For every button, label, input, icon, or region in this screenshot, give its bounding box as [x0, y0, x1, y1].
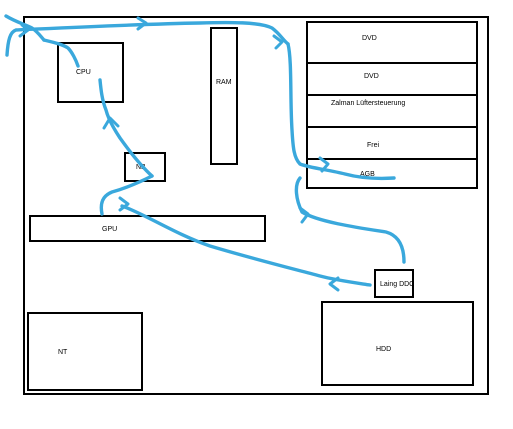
psu-box [27, 312, 143, 391]
tube-pump-to-gpu [120, 204, 372, 287]
psu-label: NT [58, 349, 68, 356]
tube-to-reservoir [286, 42, 396, 181]
arrow-down-pump [298, 206, 310, 224]
water-tubing [4, 14, 406, 292]
bay-free-label: Frei [367, 142, 380, 149]
ram-label: RAM [216, 79, 232, 86]
bay-fan-controller-label: Zalman Lüftersteuerung [331, 100, 405, 107]
case-outline [23, 16, 489, 395]
bay-dvd-2-label: DVD [364, 73, 379, 80]
cpu-box [57, 42, 124, 103]
arrow-pump-out [328, 276, 340, 292]
hdd-box [321, 301, 474, 386]
hdd-label: HDD [376, 346, 391, 353]
drive-bay-frame [306, 21, 478, 189]
ram-box [210, 27, 238, 165]
nb-label: NB [136, 164, 146, 171]
gpu-label: GPU [102, 226, 117, 233]
tube-top-run [5, 20, 290, 57]
bay-dvd-1-label: DVD [362, 35, 377, 42]
pump-box [374, 269, 414, 298]
tube-left-start [4, 14, 46, 42]
bay-reservoir-label: AGB [360, 171, 375, 178]
arrow-to-nb [118, 196, 130, 212]
gpu-box [29, 215, 266, 242]
arrow-down-right [272, 34, 284, 50]
tube-reservoir-to-pump [294, 176, 406, 264]
cpu-label: CPU [76, 69, 91, 76]
arrow-left-top [18, 23, 30, 38]
arrow-top-run [136, 16, 148, 31]
arrow-reservoir [318, 156, 330, 173]
arrow-up-cpu [102, 116, 120, 130]
tube-nb-to-cpu [98, 78, 154, 178]
tube-gpu-to-nb [99, 174, 154, 216]
tube-to-cpu [42, 38, 80, 68]
pump-label: Laing DDC [380, 281, 414, 288]
